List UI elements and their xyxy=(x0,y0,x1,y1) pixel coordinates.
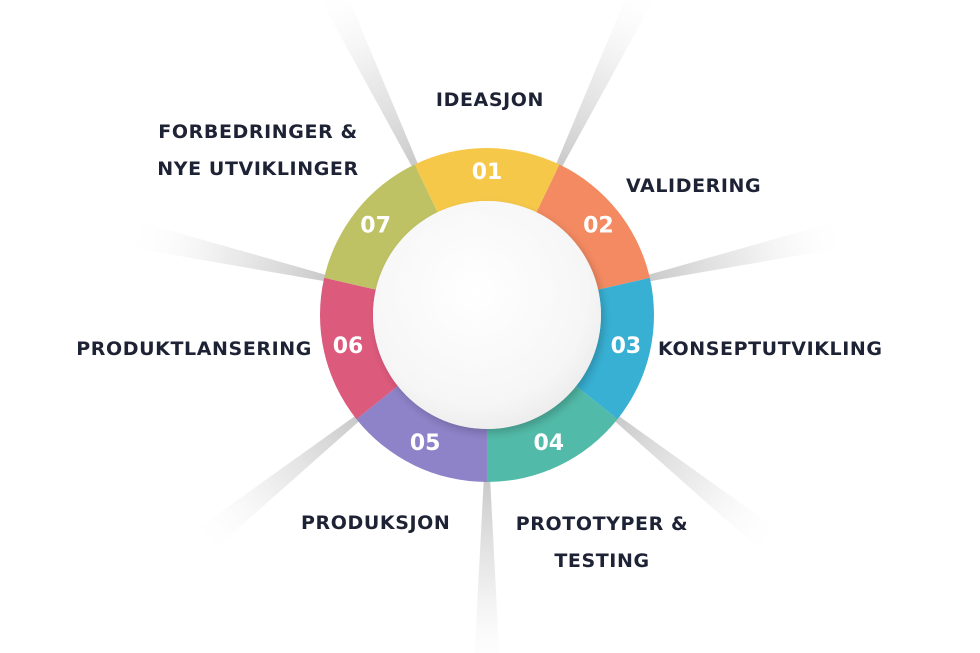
step-label-line: FORBEDRINGER & xyxy=(158,121,358,143)
step-label-line: PROTOTYPER & xyxy=(515,513,689,535)
ring-segments xyxy=(320,148,654,482)
ring-segment-06 xyxy=(320,277,398,420)
ring-segment-07 xyxy=(324,164,438,290)
shadow-ray xyxy=(554,0,661,172)
center-circle xyxy=(373,201,601,429)
step-numbers: 01 02 03 04 05 06 07 xyxy=(333,160,641,456)
step-label-line: VALIDERING xyxy=(626,175,762,197)
ring-segment-05 xyxy=(356,386,487,482)
step-label-line: NYE UTVIKLINGER xyxy=(157,158,359,180)
shadow-ray xyxy=(472,475,501,653)
step-label-line: PRODUKSJON xyxy=(301,512,451,534)
ring-segment-01 xyxy=(414,148,560,213)
step-number-03: 03 xyxy=(611,334,642,359)
shadow-ray xyxy=(122,218,331,283)
step-label-07: FORBEDRINGER & NYE UTVIKLINGER xyxy=(148,114,368,188)
ring-segment-03 xyxy=(576,277,654,420)
step-number-04: 04 xyxy=(533,431,564,456)
step-number-06: 06 xyxy=(333,334,364,359)
shadow-ray xyxy=(643,218,852,283)
step-label-04: PROTOTYPER & TESTING xyxy=(502,506,702,580)
shadow-rays xyxy=(122,0,852,653)
ring-segment-02 xyxy=(536,164,650,290)
step-label-02: VALIDERING xyxy=(626,168,761,205)
step-number-07: 07 xyxy=(360,214,391,239)
shadow-ray xyxy=(610,413,786,558)
step-label-03: KONSEPTUTVIKLING xyxy=(658,331,883,368)
step-label-line: TESTING xyxy=(554,550,650,572)
shadow-ray xyxy=(313,0,420,172)
step-number-05: 05 xyxy=(410,431,441,456)
step-label-01: IDEASJON xyxy=(400,82,580,119)
step-label-line: IDEASJON xyxy=(435,89,545,111)
step-number-01: 01 xyxy=(472,160,503,185)
step-label-06: PRODUKTLANSERING xyxy=(60,331,312,368)
step-label-line: PRODUKTLANSERING xyxy=(76,338,312,360)
shadow-ray xyxy=(188,413,363,558)
step-label-line: KONSEPTUTVIKLING xyxy=(658,338,883,360)
step-number-02: 02 xyxy=(583,214,614,239)
step-label-05: PRODUKSJON xyxy=(301,505,450,542)
ring-segment-04 xyxy=(486,386,618,482)
